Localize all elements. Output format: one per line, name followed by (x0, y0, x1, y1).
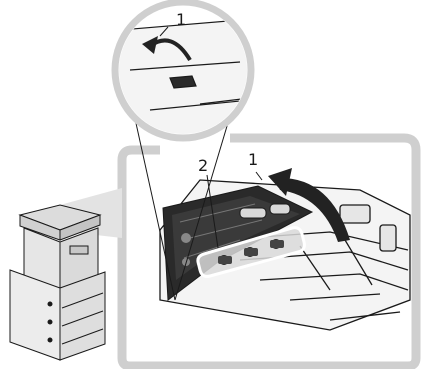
printer-overview (10, 205, 105, 360)
callout-1: 1 (248, 152, 258, 168)
callout-1-top: 1 (176, 12, 186, 28)
callout-2: 2 (198, 158, 208, 174)
leader-line-1 (256, 172, 262, 180)
